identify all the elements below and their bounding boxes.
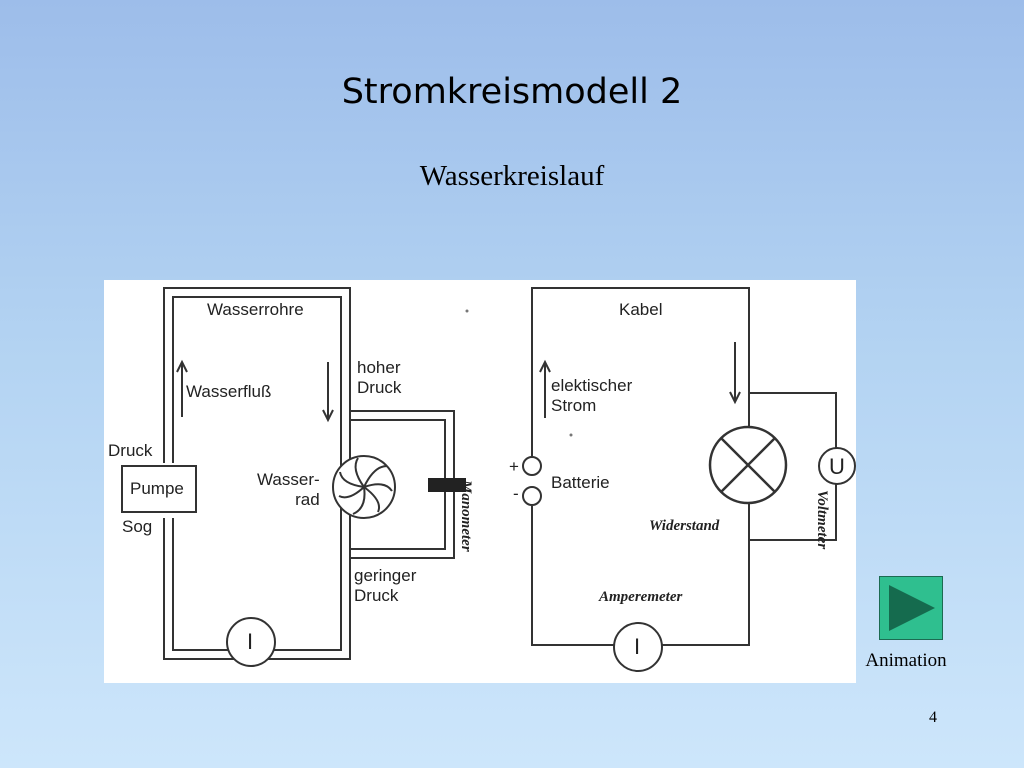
resistor-label: Widerstand <box>649 518 720 534</box>
battery-minus-cell <box>522 486 542 506</box>
play-icon <box>889 585 935 631</box>
circuit-diagram: Wasserrohre Wasserfluß hoher Druck Druck… <box>104 280 856 683</box>
animation-label: Animation <box>865 650 947 671</box>
voltmeter-symbol: U <box>829 454 845 479</box>
slide-title: Stromkreismodell 2 <box>341 72 683 112</box>
low-pressure-label: geringer Druck <box>354 566 417 605</box>
ammeter-circle <box>613 622 663 672</box>
water-meter-symbol: I <box>247 629 254 654</box>
flow-arrow-down <box>322 362 334 423</box>
current-label: elektischer Strom <box>551 376 633 415</box>
pump-label: Pumpe <box>130 479 184 498</box>
pump-box <box>121 465 197 513</box>
circuit-drawing <box>121 287 856 672</box>
water-wheel-label: Wasser- rad <box>257 470 320 509</box>
water-pipe-label: Wasserrohre <box>207 300 304 319</box>
pressure-label: Druck <box>108 441 153 460</box>
slide-subtitle: Wasserkreislauf <box>419 160 605 192</box>
page-number: 4 <box>929 709 937 726</box>
flow-arrow-up <box>176 359 188 417</box>
play-animation-button[interactable] <box>879 576 943 640</box>
suction-label: Sog <box>122 517 153 536</box>
battery-plus-cell <box>522 456 542 476</box>
ammeter-symbol: I <box>634 634 641 659</box>
voltmeter-circle <box>818 447 856 485</box>
high-pressure-label: hoher Druck <box>357 358 402 397</box>
voltmeter-label: Voltmeter <box>814 490 830 550</box>
battery-plus-sign: + <box>509 457 519 476</box>
current-arrow-down <box>729 342 741 405</box>
water-meter-circle <box>226 617 276 667</box>
current-arrow-up <box>539 359 551 418</box>
water-wheel-icon <box>332 455 396 519</box>
cable-label: Kabel <box>619 300 663 319</box>
lamp-resistor-icon <box>708 425 788 505</box>
ammeter-label: Amperemeter <box>599 589 683 605</box>
battery-minus-sign: - <box>513 484 519 503</box>
manometer-label: Manometer <box>458 480 474 552</box>
battery-label: Batterie <box>551 473 610 492</box>
manometer-bar <box>428 478 466 492</box>
water-flow-label: Wasserfluß <box>186 382 272 401</box>
